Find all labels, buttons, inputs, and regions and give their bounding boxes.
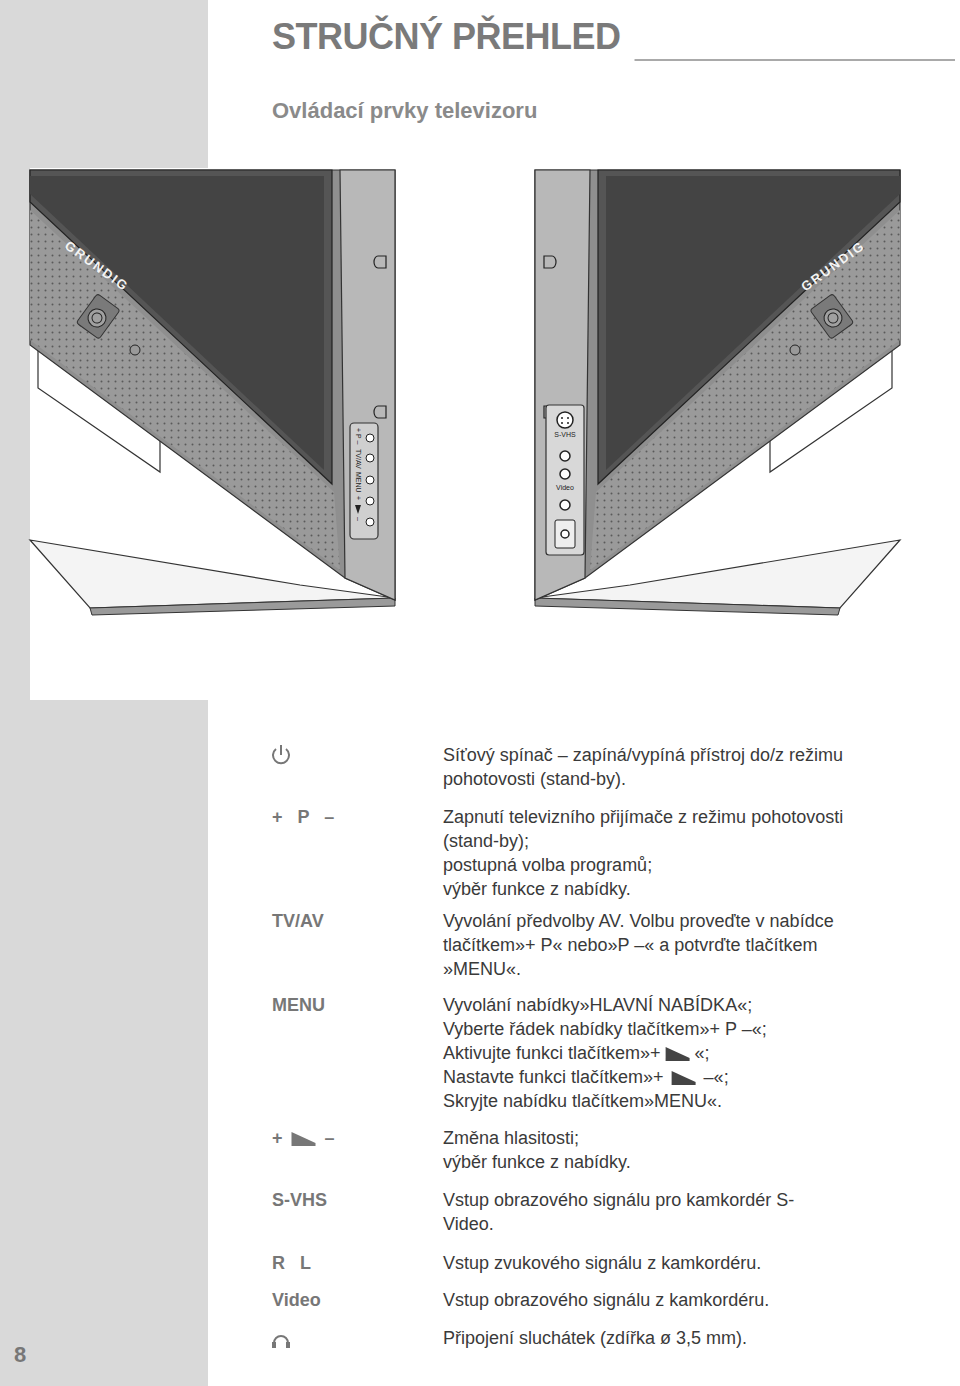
description: Změna hlasitosti; — [443, 1126, 579, 1150]
description: Nastavte funkci tlačítkem»+ — [443, 1065, 664, 1089]
illustration-ground — [30, 168, 915, 700]
tv-frame — [30, 170, 395, 600]
description: –«; — [704, 1065, 729, 1089]
volume-symbol — [355, 505, 361, 514]
description: výběr funkce z nabídky. — [443, 1150, 631, 1174]
tv-side — [340, 170, 395, 600]
description: Vstup zvukového signálu z kamkordéru. — [443, 1251, 761, 1275]
jack-label: Video — [556, 484, 574, 491]
tv-corner — [30, 170, 395, 615]
description: «; — [695, 1041, 710, 1065]
button-label: + — [354, 496, 362, 500]
tv-screen — [30, 170, 332, 484]
description: Aktivujte funkci tlačítkem»+ — [443, 1041, 661, 1065]
indicator-led — [130, 345, 140, 355]
control-name: Video — [272, 1288, 321, 1312]
subtitle: Ovládací prvky televizoru — [272, 98, 537, 124]
page-title: STRUČNÝ PŘEHLED — [272, 16, 621, 58]
jack-panel — [546, 405, 584, 555]
button-label: MENU — [354, 472, 362, 493]
description: Vyvolání předvolby AV. Volbu proveďte v … — [443, 909, 873, 981]
headphone-symbol — [272, 1336, 290, 1348]
page-number: 8 — [14, 1342, 26, 1368]
title-rule — [635, 60, 955, 61]
volume-symbol — [666, 1047, 690, 1061]
description: Připojení sluchátek (zdířka ø 3,5 mm). — [443, 1326, 747, 1350]
control-name: MENU — [272, 993, 325, 1017]
stand-edge — [90, 598, 395, 615]
jack-label: S-VHS — [554, 431, 575, 438]
side-marker — [374, 406, 386, 418]
control-name: – — [325, 1126, 335, 1150]
control-name: S-VHS — [272, 1188, 327, 1212]
description: Zapnutí televizního přijímače z režimu p… — [443, 805, 883, 853]
control-name: R L — [272, 1251, 311, 1275]
description: Vyvolání nabídky»HLAVNÍ NABÍDKA«; — [443, 993, 752, 1017]
description: Vstup obrazového signálu z kamkordéru. — [443, 1288, 769, 1312]
description: Vstup obrazového signálu pro kamkordér S… — [443, 1188, 813, 1236]
power-button — [76, 294, 120, 340]
volume-symbol — [292, 1132, 316, 1146]
description: postupná volba programů; — [443, 853, 652, 877]
tv-corner — [535, 170, 900, 615]
control-name: TV/AV — [272, 909, 324, 933]
tv-screen-inner — [30, 176, 324, 470]
side-marker — [374, 256, 386, 268]
volume-symbol — [672, 1071, 696, 1085]
control-name: + P – — [272, 805, 334, 829]
control-name: + — [272, 1126, 283, 1150]
button-label: TV/AV — [354, 449, 362, 469]
power-symbol — [273, 745, 289, 763]
button-label: + P – — [354, 428, 362, 444]
button-panel — [350, 423, 378, 539]
description: Skryjte nabídku tlačítkem»MENU«. — [443, 1089, 722, 1113]
button-label: – — [354, 517, 362, 521]
description: výběr funkce z nabídky. — [443, 877, 631, 901]
description: Síťový spínač – zapíná/vypíná přístroj d… — [443, 743, 888, 791]
description: Vyberte řádek nabídky tlačítkem»+ P –«; — [443, 1017, 767, 1041]
